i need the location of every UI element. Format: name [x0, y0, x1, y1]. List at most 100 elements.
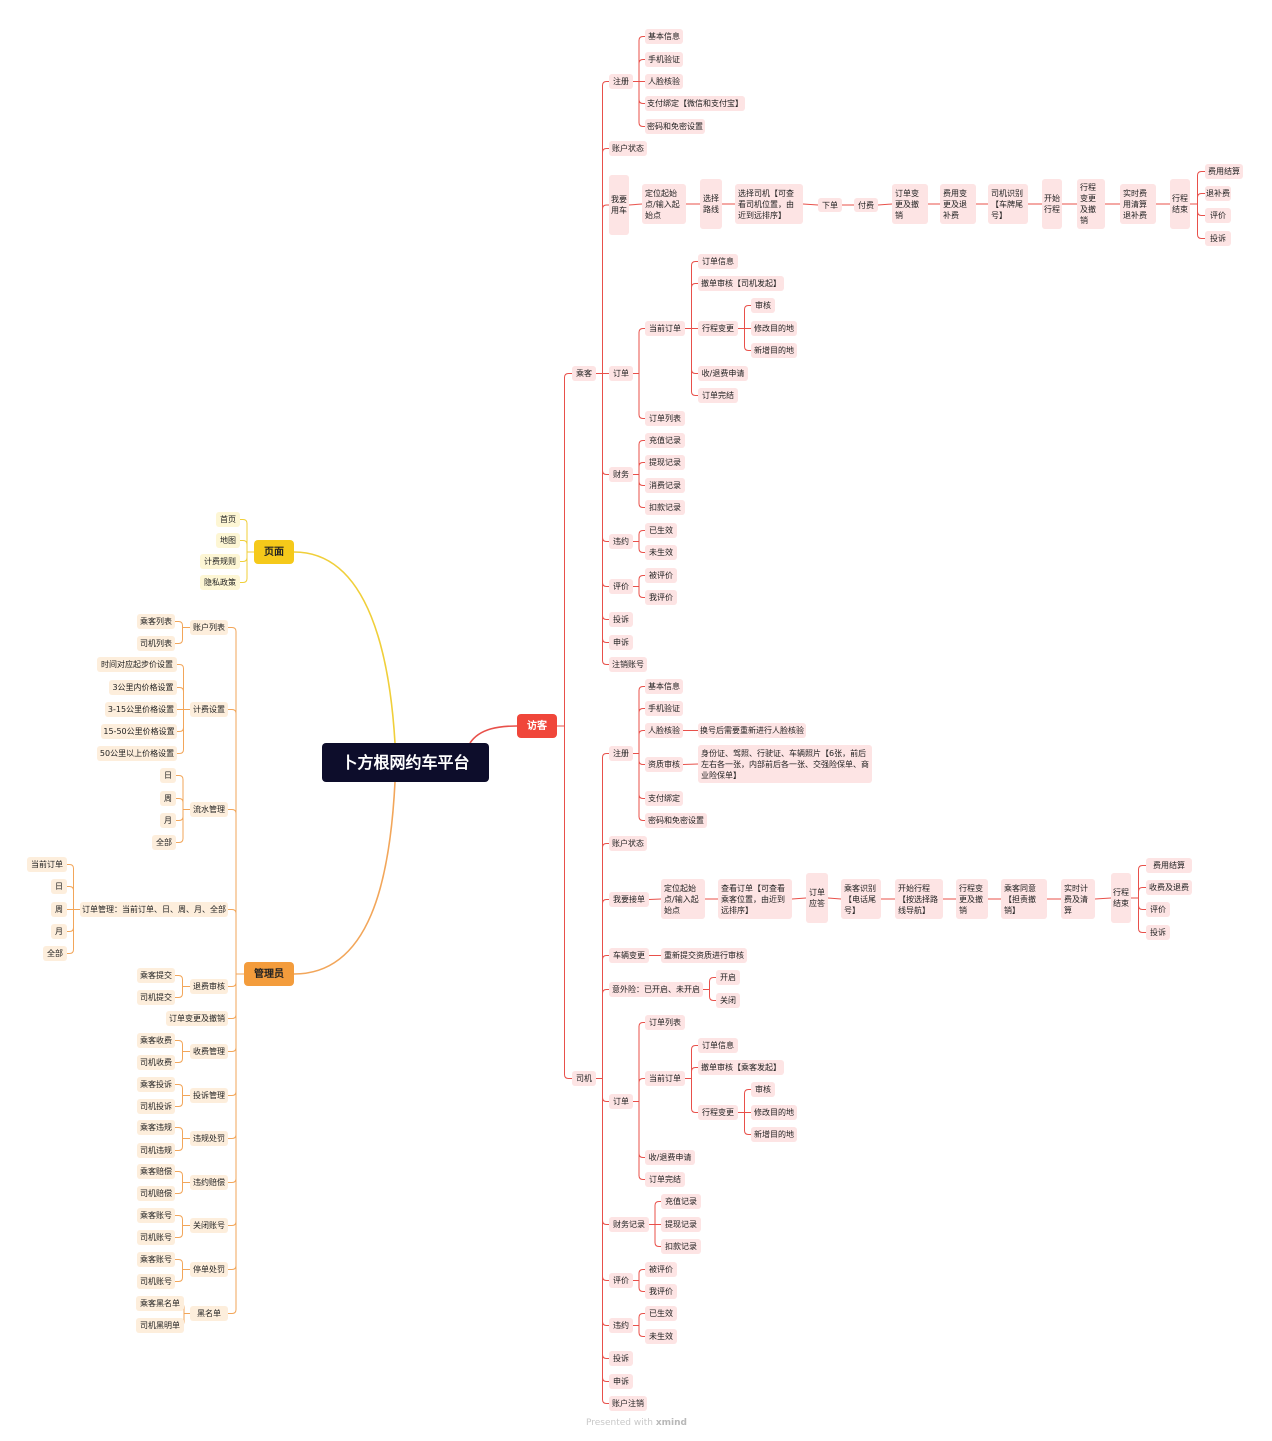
d-accept-step[interactable]: 查看订单【可查看乘客位置，由近到远排序】 — [718, 879, 792, 919]
p-register-item[interactable]: 密码和免密设置 — [645, 119, 705, 134]
d-finance-item[interactable]: 扣款记录 — [661, 1239, 701, 1254]
p-register-item[interactable]: 人脸核验 — [645, 74, 683, 89]
d-violation[interactable]: 违约 — [609, 1318, 633, 1333]
admin-cls[interactable]: 关闭账号 — [190, 1218, 228, 1233]
d-insurance[interactable]: 意外险：已开启、未开启 — [609, 982, 703, 997]
p-appeal[interactable]: 申诉 — [609, 635, 633, 650]
p-ride-end-item[interactable]: 退补费 — [1205, 186, 1231, 201]
p-ride-end-item[interactable]: 投诉 — [1205, 231, 1231, 246]
admin-sub-item[interactable]: 司机账号 — [137, 1230, 175, 1245]
p-order-list[interactable]: 订单列表 — [645, 411, 685, 426]
p-ride-step[interactable]: 司机识别【车牌尾号】 — [988, 184, 1028, 224]
admin-sub-item[interactable]: 时间对应起步价设置 — [97, 657, 177, 672]
d-violation-item[interactable]: 已生效 — [645, 1306, 677, 1321]
d-cancel-account[interactable]: 账户注销 — [609, 1396, 647, 1411]
admin-acc[interactable]: 账户列表 — [190, 620, 228, 635]
admin-sub-item[interactable]: 司机违规 — [137, 1143, 175, 1158]
d-accept-step[interactable]: 行程变更及撤销 — [956, 879, 988, 919]
p-ride-step[interactable]: 选择司机【可查看司机位置，由近到远排序】 — [735, 184, 803, 224]
d-insurance-item[interactable]: 开启 — [716, 970, 740, 985]
d-register-item[interactable]: 资质审核 — [645, 757, 683, 772]
p-ride-end-item[interactable]: 费用结算 — [1205, 164, 1243, 179]
admin-sub-item[interactable]: 当前订单 — [27, 857, 67, 872]
admin-sub-item[interactable]: 月 — [51, 924, 67, 939]
d-accept-step[interactable]: 乘客同意【担责撤销】 — [1001, 879, 1047, 919]
p-register[interactable]: 注册 — [609, 74, 633, 89]
admin-sub-item[interactable]: 司机黑明单 — [136, 1318, 184, 1333]
p-rating-item[interactable]: 我评价 — [645, 590, 677, 605]
d-face-note[interactable]: 换号后需要重新进行人脸核验 — [698, 723, 806, 738]
p-ride-step[interactable]: 行程变更及撤销 — [1077, 179, 1105, 229]
d-accept-step[interactable]: 实时计费及清算 — [1061, 879, 1095, 919]
d-rating[interactable]: 评价 — [609, 1273, 633, 1288]
p-trip-change-item[interactable]: 审核 — [751, 298, 775, 313]
d-accept-step[interactable]: 订单应答 — [806, 873, 828, 923]
pages-item[interactable]: 计费规则 — [200, 554, 240, 569]
d-account-status[interactable]: 账户状态 — [609, 836, 647, 851]
root-topic[interactable]: 卜方根网约车平台 — [322, 743, 489, 782]
d-accept-end-item[interactable]: 费用结算 — [1146, 858, 1192, 873]
d-cancel-review[interactable]: 撤单审核【乘客发起】 — [698, 1060, 784, 1075]
d-violation-item[interactable]: 未生效 — [645, 1329, 677, 1344]
admin-brc[interactable]: 违约赔偿 — [190, 1175, 228, 1190]
admin-sub-item[interactable]: 周 — [51, 902, 67, 917]
p-ride-step[interactable]: 费用变更及退补费 — [940, 184, 976, 224]
driver-node[interactable]: 司机 — [572, 1071, 596, 1086]
p-register-item[interactable]: 基本信息 — [645, 29, 683, 44]
p-trip-change[interactable]: 行程变更 — [698, 321, 738, 336]
admin-sub-item[interactable]: 乘客违规 — [137, 1120, 175, 1135]
admin-sub-item[interactable]: 乘客账号 — [137, 1252, 175, 1267]
branch-admin[interactable]: 管理员 — [244, 962, 294, 986]
d-accept-step[interactable]: 行程结束 — [1111, 873, 1131, 923]
admin-vio[interactable]: 违规处罚 — [190, 1131, 228, 1146]
p-register-item[interactable]: 支付绑定【微信和支付宝】 — [645, 96, 745, 111]
d-appeal[interactable]: 申诉 — [609, 1374, 633, 1389]
p-rating-item[interactable]: 被评价 — [645, 568, 677, 583]
d-vehicle-note[interactable]: 重新提交资质进行审核 — [661, 948, 747, 963]
d-accept[interactable]: 我要接单 — [609, 892, 649, 907]
d-order-complete[interactable]: 订单完结 — [645, 1172, 685, 1187]
admin-sub-item[interactable]: 司机投诉 — [137, 1099, 175, 1114]
p-ride-step[interactable]: 下单 — [818, 198, 842, 212]
d-rating-item[interactable]: 被评价 — [645, 1262, 677, 1277]
d-trip-change-item[interactable]: 新增目的地 — [751, 1127, 797, 1142]
admin-sub-item[interactable]: 乘客提交 — [137, 968, 175, 983]
d-accept-step[interactable]: 定位起始点/输入起始点 — [661, 879, 705, 919]
admin-blk[interactable]: 黑名单 — [190, 1306, 228, 1321]
admin-ref[interactable]: 退费审核 — [190, 979, 228, 994]
passenger-node[interactable]: 乘客 — [572, 366, 596, 381]
p-cancel-review[interactable]: 撤单审核【司机发起】 — [698, 276, 784, 291]
p-rating[interactable]: 评价 — [609, 579, 633, 594]
admin-sub-item[interactable]: 全部 — [43, 946, 67, 961]
admin-sub-item[interactable]: 乘客投诉 — [137, 1077, 175, 1092]
p-violation-item[interactable]: 已生效 — [645, 523, 677, 538]
p-finance[interactable]: 财务 — [609, 467, 633, 482]
admin-sub-item[interactable]: 司机赔偿 — [137, 1186, 175, 1201]
d-register-item[interactable]: 人脸核验 — [645, 723, 683, 738]
p-violation-item[interactable]: 未生效 — [645, 545, 677, 560]
p-complaint[interactable]: 投诉 — [609, 612, 633, 627]
d-insurance-item[interactable]: 关闭 — [716, 993, 740, 1008]
p-order-complete[interactable]: 订单完结 — [698, 388, 738, 403]
admin-sub-item[interactable]: 乘客黑名单 — [136, 1296, 184, 1311]
branch-pages[interactable]: 页面 — [254, 540, 294, 564]
admin-sub-item[interactable]: 日 — [160, 768, 176, 783]
d-orders[interactable]: 订单 — [609, 1094, 633, 1109]
admin-sub-item[interactable]: 乘客列表 — [137, 614, 175, 629]
pages-item[interactable]: 首页 — [216, 512, 240, 527]
p-refund-request[interactable]: 收/退费申请 — [698, 366, 748, 381]
p-current-order[interactable]: 当前订单 — [645, 321, 685, 336]
admin-sub-item[interactable]: 乘客赔偿 — [137, 1164, 175, 1179]
admin-sub-item[interactable]: 日 — [51, 879, 67, 894]
admin-sub-item[interactable]: 3公里内价格设置 — [109, 680, 177, 695]
admin-sub-item[interactable]: 50公里以上价格设置 — [97, 746, 177, 761]
d-finance-item[interactable]: 充值记录 — [661, 1194, 701, 1209]
pages-item[interactable]: 地图 — [216, 533, 240, 548]
p-orders[interactable]: 订单 — [609, 366, 633, 381]
admin-sub-item[interactable]: 周 — [160, 791, 176, 806]
admin-pri[interactable]: 计费设置 — [190, 702, 228, 717]
admin-ord[interactable]: 订单管理：当前订单、日、周、月、全部 — [80, 902, 228, 917]
p-finance-item[interactable]: 消费记录 — [645, 478, 685, 493]
admin-sub-item[interactable]: 3-15公里价格设置 — [105, 702, 177, 717]
p-order-info[interactable]: 订单信息 — [698, 254, 738, 269]
